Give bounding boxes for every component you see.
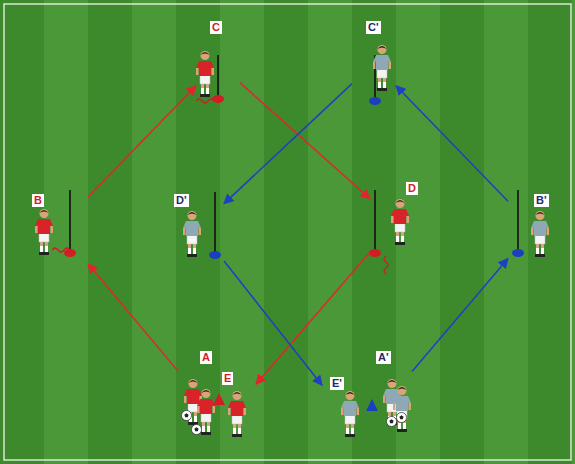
player-position: A' — [372, 350, 412, 440]
player-position: E' — [322, 376, 358, 440]
pass-arrow — [88, 86, 196, 197]
player-letter: E' — [330, 377, 344, 390]
player-position: B' — [508, 192, 560, 264]
player-figures — [35, 45, 549, 437]
pass-arrow — [224, 84, 352, 204]
pass-arrow — [88, 264, 178, 371]
pass-arrow — [224, 261, 322, 385]
pass-arrow — [396, 86, 508, 202]
player-position: B — [28, 192, 88, 264]
player-position: C' — [352, 20, 396, 106]
player-letter: D — [406, 182, 418, 195]
player-letter: B' — [534, 194, 549, 207]
dribble-marks — [52, 99, 388, 274]
player-position: D — [370, 180, 422, 264]
pitch-border — [4, 4, 571, 460]
player-position: A — [178, 350, 218, 440]
pass-arrow — [256, 252, 370, 384]
pass-arrow — [412, 259, 508, 372]
pole-set — [70, 55, 518, 254]
player-position: E — [220, 370, 256, 440]
player-letter: E — [222, 372, 233, 385]
player-letter: B — [32, 194, 44, 207]
player-letter: C — [210, 21, 222, 34]
cone-set — [64, 95, 524, 411]
player-position: C — [196, 20, 240, 106]
player-letter: D' — [174, 194, 189, 207]
player-position: D' — [172, 192, 224, 264]
player-letter: C' — [366, 21, 381, 34]
pass-arrow — [240, 83, 370, 199]
player-letter: A' — [376, 351, 391, 364]
player-letter: A — [200, 351, 212, 364]
